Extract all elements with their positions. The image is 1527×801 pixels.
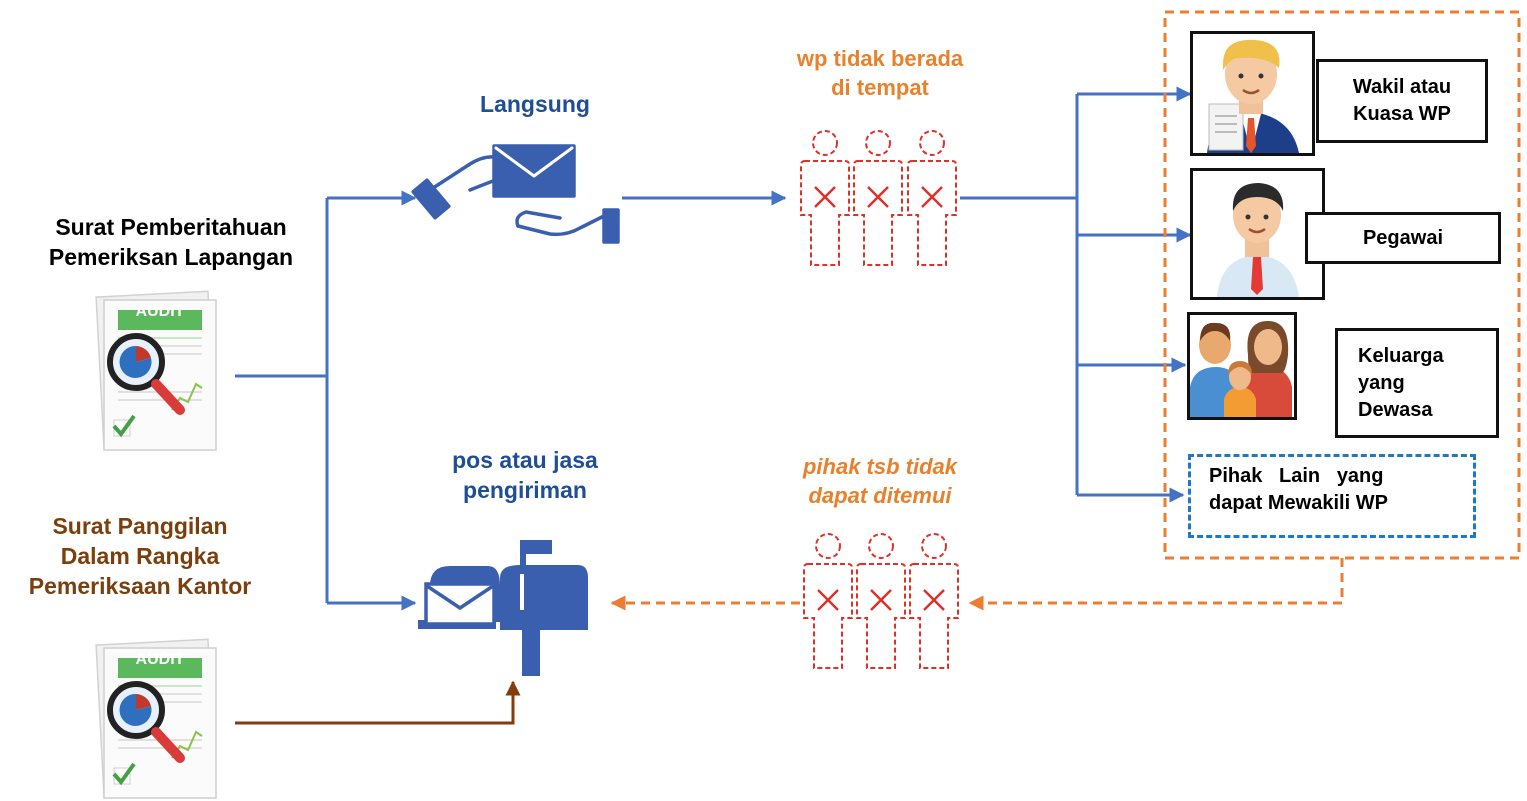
bottom-doc-title-line3: Pemeriksaan Kantor (28, 572, 252, 599)
rep-line2: Kuasa WP (1353, 103, 1451, 125)
bottom-doc-title-line1: Surat Panggilan (52, 513, 228, 539)
post-label: pos atau jasa pengiriman (400, 446, 650, 506)
absent-condition-label: wp tidak berada di tempat (755, 45, 1005, 102)
not-found-condition-label: pihak tsb tidak dapat ditemui (755, 453, 1005, 510)
businessman-icon (1193, 34, 1312, 153)
family-icon (1190, 315, 1294, 417)
not-found-line2: dapat ditemui (808, 482, 952, 508)
not-found-line1: pihak tsb tidak (802, 454, 958, 479)
family-box: Keluarga yang Dewasa (1335, 328, 1499, 438)
absent-line2: di tempat (831, 74, 929, 100)
top-doc-title: Surat Pemberitahuan Pemeriksan Lapangan (22, 213, 320, 273)
absent-line1: wp tidak berada (796, 46, 964, 71)
employee-photo (1190, 168, 1325, 300)
family-line1: Keluarga (1358, 344, 1444, 367)
family-line2: yang (1358, 371, 1405, 394)
rep-line1: Wakil atau (1352, 76, 1452, 98)
family-line3: Dewasa (1358, 398, 1433, 421)
employee-box: Pegawai (1305, 212, 1501, 264)
bottom-doc-title-line2: Dalam Rangka (60, 542, 220, 569)
direct-label: Langsung (480, 91, 590, 117)
absent-persons-top (799, 129, 958, 267)
representative-photo (1190, 31, 1315, 156)
bottom-doc-title: Surat Panggilan Dalam Rangka Pemeriksaan… (0, 512, 280, 602)
connectors (235, 86, 1344, 725)
employee-icon (1193, 171, 1322, 297)
other-line1: Pihak Lain yang (1209, 465, 1384, 487)
absent-persons-bottom (802, 532, 960, 670)
post-label-line1: pos atau jasa (452, 447, 598, 473)
other-party-box: Pihak Lain yang dapat Mewakili WP (1188, 454, 1476, 538)
other-line2: dapat Mewakili WP (1209, 492, 1388, 514)
representative-box: Wakil atau Kuasa WP (1316, 59, 1488, 143)
mailbox-icon (418, 540, 588, 676)
post-label-line2: pengiriman (463, 476, 587, 503)
family-photo (1187, 312, 1297, 420)
top-doc-title-line2: Pemeriksan Lapangan (48, 243, 294, 270)
audit-label-top: AUDIT (135, 303, 185, 320)
top-doc-title-line1: Surat Pemberitahuan (55, 214, 287, 240)
hand-envelope-icon (411, 144, 620, 244)
audit-label-bottom: AUDIT (135, 651, 185, 668)
employee-label: Pegawai (1362, 226, 1444, 249)
